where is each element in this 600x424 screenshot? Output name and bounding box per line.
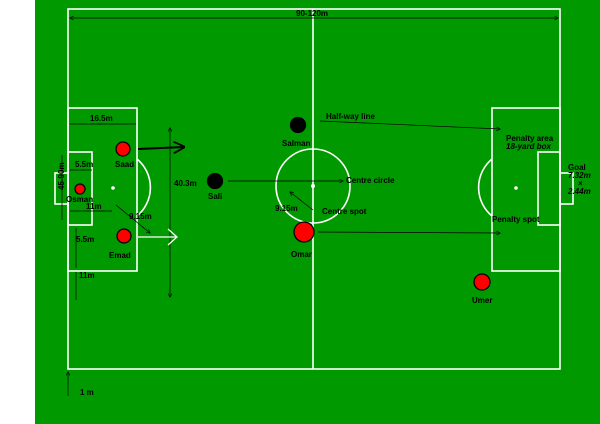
player-salman-marker [289,116,307,134]
right-goal [559,172,574,205]
penalty-spot-label: Penalty spot [492,215,540,224]
penalty-area-depth-label: 16.5m [90,114,113,123]
player-omar-name: Omar [291,250,312,259]
goal-label: Goal [568,163,586,172]
player-salman-name: Salman [282,139,311,148]
players [74,116,491,291]
centre-circle-label: Centre circle [346,176,395,185]
penalty-spot-distance-label: 11m [86,202,102,211]
pitch-markings [54,8,574,370]
emad-run-arrowhead [167,228,178,246]
goal-width-label: 7.32m [568,171,591,180]
pitch-grass [35,0,600,424]
circle-radius-label: 9.15m [275,204,298,213]
dimension-lines [61,18,558,396]
left-goal [54,172,69,205]
halfway-line-label: Half-way line [326,112,375,121]
player-sali-name: Sali [208,192,222,201]
goal-height-label: 2.44m [567,187,591,196]
centre-spot [311,184,315,188]
penalty-spot-distance-2-label: 11m [79,271,95,280]
saad-run-arrow [137,147,184,149]
player-saad-marker [115,141,131,157]
penalty-area-width-label: 40.3m [174,179,197,188]
penalty-area-sub-label: 18-yard box [506,142,551,151]
player-sali-marker [206,172,224,190]
left-penalty-arc [136,158,152,217]
centre-circle [275,148,351,224]
player-omar-marker [293,221,315,243]
player-saad-name: Saad [115,160,134,169]
centre-spot-label: Centre spot [322,207,367,216]
player-umer-name: Umer [472,296,492,305]
player-osman-marker [74,183,86,195]
arc-radius-label: 9.15m [129,212,152,221]
player-osman-name: Osman [66,195,93,204]
right-penalty-spot [514,186,518,190]
left-penalty-spot [111,186,115,190]
right-penalty-arc [477,158,493,217]
goal-times-label: × [578,179,583,188]
player-emad-name: Emad [109,251,131,260]
player-emad-marker [116,228,132,244]
movement-arrows [137,147,184,246]
width-label: 45-90m [57,162,66,190]
player-umer-marker [473,273,491,291]
length-label: 90-120m [296,9,328,18]
goal-area-side-label: 5.5m [76,235,94,244]
penalty-area-label: Penalty area [506,134,554,143]
margin-label: 1 m [80,388,94,397]
goal-area-depth-label: 5.5m [75,160,93,169]
label-pointers [228,120,500,233]
